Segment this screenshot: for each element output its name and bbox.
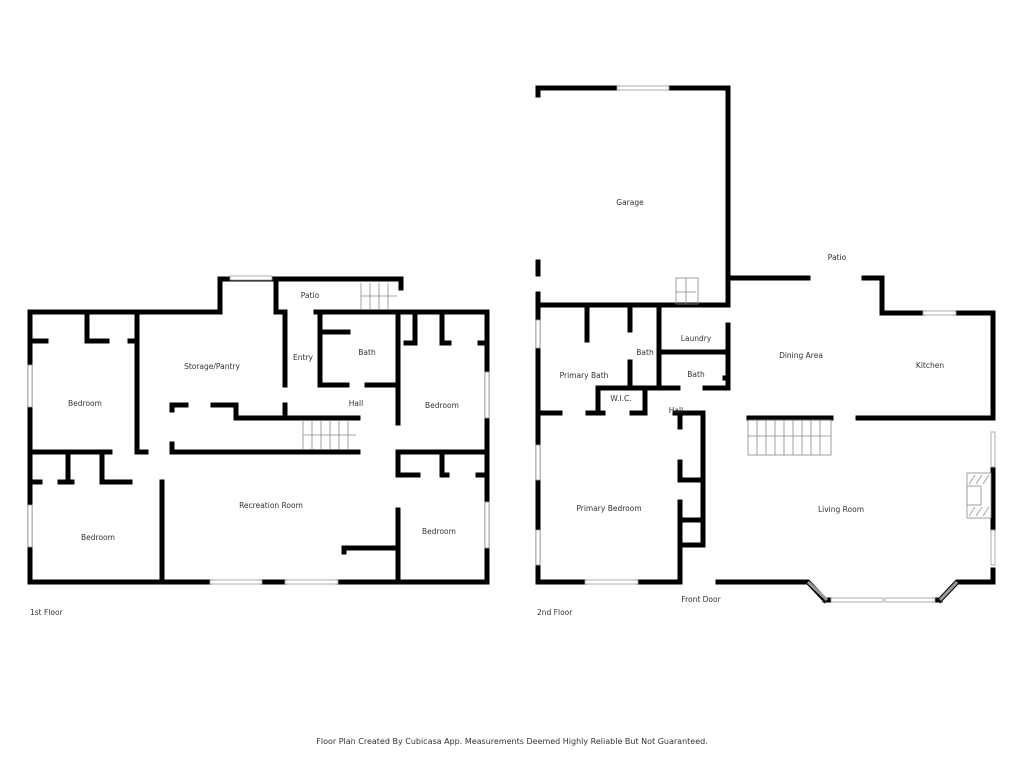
room-label-dining-area: Dining Area (779, 351, 823, 360)
floor-label-2nd: 2nd Floor (537, 608, 573, 617)
room-label-hall: Hall (669, 406, 683, 415)
room-label-entry: Entry (293, 353, 314, 362)
room-label-kitchen: Kitchen (916, 361, 944, 370)
fireplace-icon (966, 472, 992, 519)
first-floor-plan: Patio Storage/Pantry Entry Bath Bedroom … (27, 275, 490, 617)
stairs-2nd-garage (675, 277, 699, 305)
room-label-bath: Bath (687, 370, 705, 379)
stairs-2nd-main (747, 419, 832, 456)
floor-label-1st: 1st Floor (30, 608, 64, 617)
room-label-recreation-room: Recreation Room (239, 501, 303, 510)
room-label-storage-pantry: Storage/Pantry (184, 362, 240, 371)
room-label-bath: Bath (358, 348, 376, 357)
room-label-patio: Patio (301, 291, 320, 300)
room-label-bath: Bath (636, 348, 654, 357)
footer-disclaimer: Floor Plan Created By Cubicasa App. Meas… (316, 737, 708, 746)
room-label-wic: W.I.C. (610, 394, 631, 403)
room-label-laundry: Laundry (681, 334, 712, 343)
stairs-1st-patio (360, 283, 397, 309)
room-label-primary-bath: Primary Bath (560, 371, 609, 380)
room-label-primary-bedroom: Primary Bedroom (576, 504, 641, 513)
stairs-1st-main (302, 420, 356, 450)
room-label-living-room: Living Room (818, 505, 864, 514)
room-label-front-door: Front Door (681, 595, 721, 604)
room-label-garage: Garage (616, 198, 644, 207)
second-floor-plan: Garage Patio Laundry Bath Primary Bath D… (535, 85, 996, 617)
room-label-bedroom: Bedroom (425, 401, 459, 410)
room-label-bedroom: Bedroom (422, 527, 456, 536)
room-label-patio: Patio (828, 253, 847, 262)
room-label-hall: Hall (349, 399, 363, 408)
room-label-bedroom: Bedroom (81, 533, 115, 542)
room-label-bedroom: Bedroom (68, 399, 102, 408)
